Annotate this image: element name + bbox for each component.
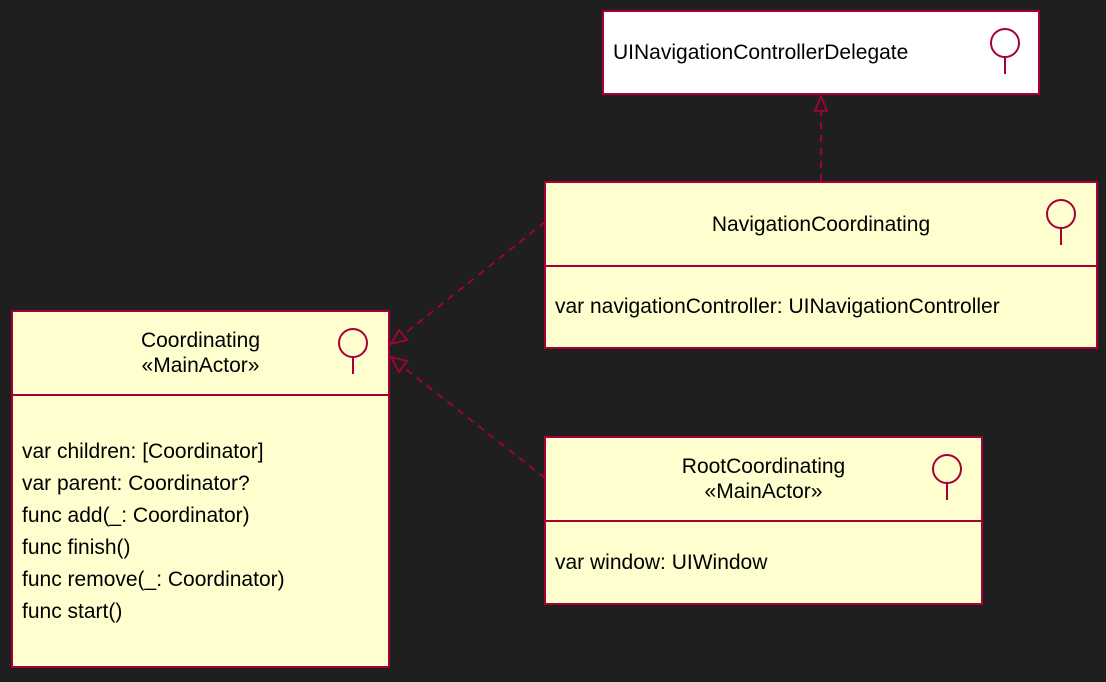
- interface-root-coordinating: RootCoordinating «MainActor» var window:…: [544, 436, 983, 605]
- interface-header: NavigationCoordinating: [546, 183, 1096, 267]
- interface-icon: [1046, 199, 1076, 245]
- interface-name: UINavigationControllerDelegate: [613, 41, 909, 64]
- member: func add(_: Coordinator): [22, 504, 250, 527]
- interface-header: Coordinating «MainActor»: [13, 312, 388, 396]
- realization-edge-root-to-coordinating: [402, 366, 546, 479]
- member: var parent: Coordinator?: [22, 472, 250, 495]
- interface-name: Coordinating: [140, 329, 261, 352]
- interface-header: UINavigationControllerDelegate: [604, 12, 1038, 93]
- arrowhead-to-delegate: [813, 93, 829, 112]
- interface-name: RootCoordinating: [681, 455, 846, 478]
- interface-header: RootCoordinating «MainActor»: [546, 438, 981, 522]
- member: var navigationController: UINavigationCo…: [555, 295, 1000, 318]
- interface-coordinating: Coordinating «MainActor» var children: […: [11, 310, 390, 668]
- interface-members: var navigationController: UINavigationCo…: [546, 267, 1096, 347]
- interface-icon: [932, 454, 962, 500]
- realization-edge-nav-to-coordinating: [402, 221, 546, 336]
- interface-icon: [338, 328, 368, 374]
- interface-stereotype: «MainActor»: [141, 354, 260, 377]
- interface-navigation-coordinating: NavigationCoordinating var navigationCon…: [544, 181, 1098, 349]
- interface-members: var window: UIWindow: [546, 522, 981, 603]
- interface-ui-navigation-controller-delegate: UINavigationControllerDelegate: [602, 10, 1040, 95]
- interface-name: NavigationCoordinating: [711, 212, 931, 236]
- member: var window: UIWindow: [555, 550, 768, 574]
- member: func remove(_: Coordinator): [22, 568, 285, 591]
- arrowhead-root-to-coordinating: [389, 355, 409, 374]
- arrowhead-nav-to-coordinating: [389, 328, 409, 346]
- interface-stereotype: «MainActor»: [704, 480, 823, 503]
- member: func finish(): [22, 536, 131, 559]
- member: var children: [Coordinator]: [22, 440, 264, 463]
- interface-members: var children: [Coordinator] var parent: …: [13, 396, 388, 666]
- member: func start(): [22, 600, 123, 623]
- interface-icon: [990, 28, 1020, 74]
